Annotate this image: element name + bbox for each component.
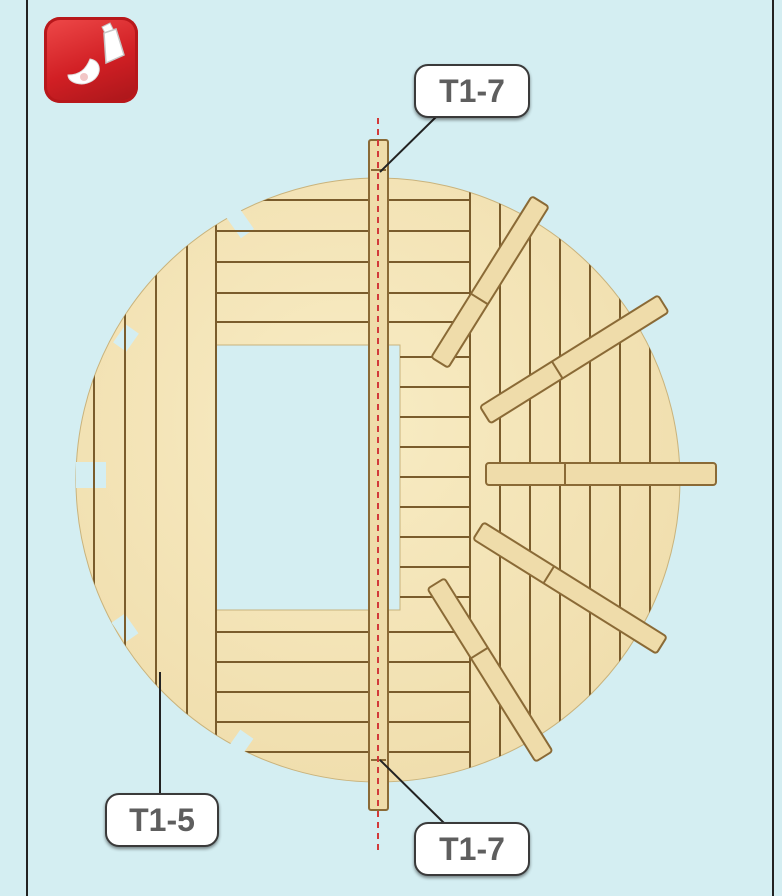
part-label-t1-7-bottom: T1-7 <box>414 822 530 876</box>
edge-notch <box>76 462 106 488</box>
glue-bottle-icon <box>44 17 138 103</box>
part-label-t1-5: T1-5 <box>105 793 219 847</box>
part-label-t1-7-top: T1-7 <box>414 64 530 118</box>
